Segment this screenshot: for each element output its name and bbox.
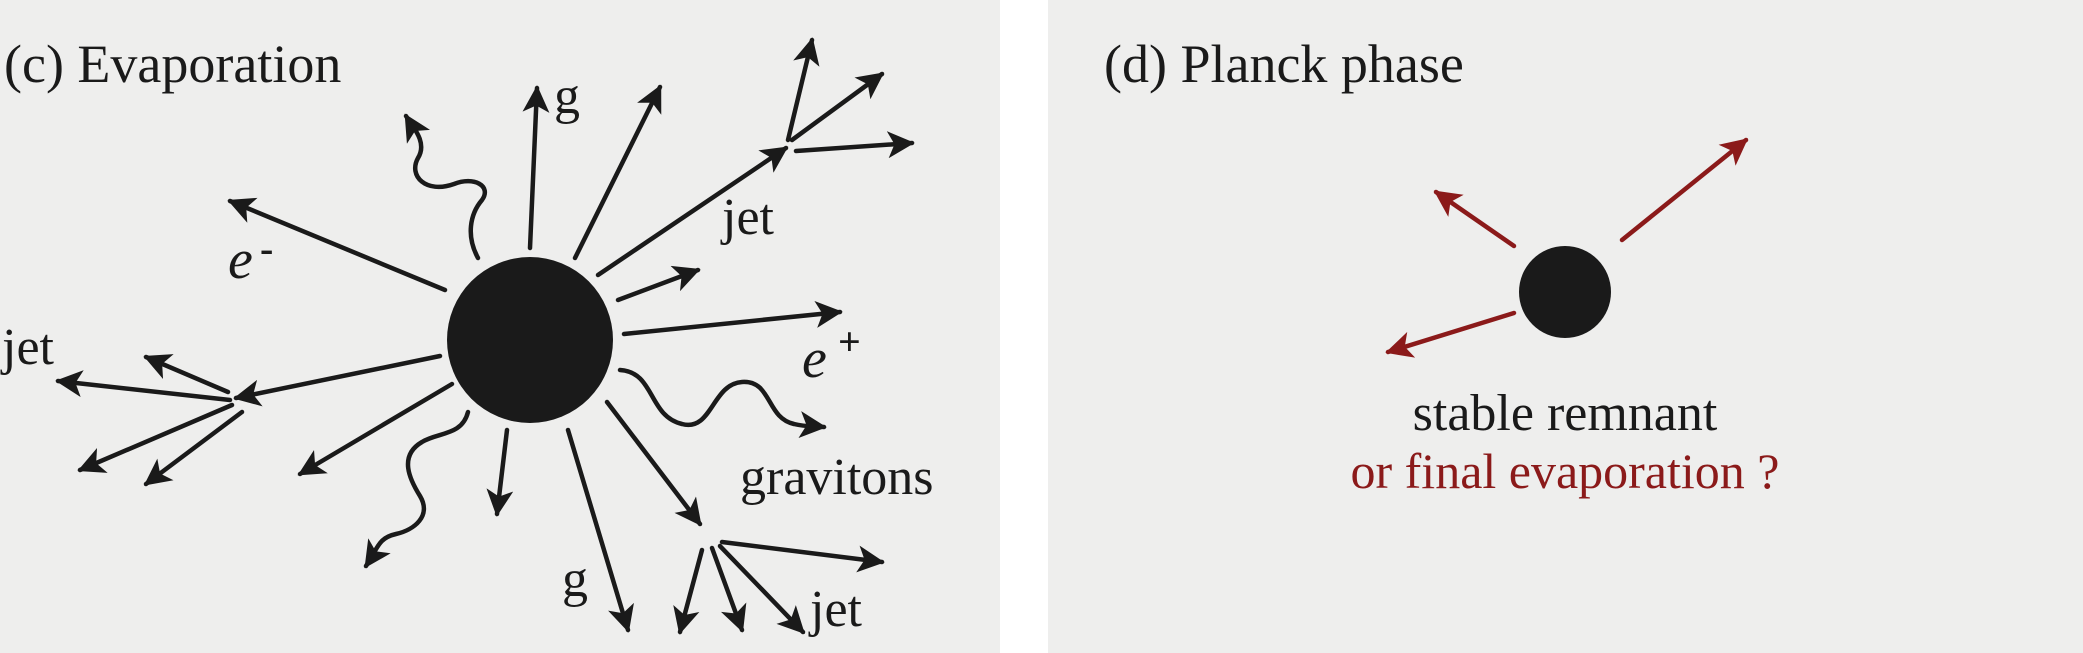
jet-lower-branch-2 xyxy=(673,547,705,635)
panel-title: (d) Planck phase xyxy=(1104,34,1464,94)
black-hole xyxy=(447,257,613,423)
jet-lower-branch-3 xyxy=(709,545,747,633)
electron-label: e xyxy=(228,229,253,291)
graviton-wave-up xyxy=(403,113,487,261)
planck-remnant xyxy=(1519,246,1611,338)
jet-branch-right xyxy=(793,131,915,159)
emission-positron xyxy=(621,301,843,337)
remnant-arrow-upright xyxy=(1619,137,1749,243)
gluon-label-bottom: g xyxy=(562,551,588,608)
electron-sign: - xyxy=(260,226,273,271)
emission-jet-left-trunk xyxy=(233,353,443,407)
panel-evaporation: (c) Evaporation g jet jet e - e + gravit… xyxy=(0,0,1000,653)
positron-label: e xyxy=(802,328,827,390)
evaporation-diagram: (c) Evaporation g jet jet e - e + gravit… xyxy=(0,34,934,638)
remnant-arrow-upleft xyxy=(1433,189,1517,249)
caption-line2: or final evaporation ? xyxy=(1351,443,1780,499)
jet-lower-branch-1 xyxy=(719,539,885,573)
emission-short-down xyxy=(486,427,514,517)
emission-jet-lower-trunk xyxy=(604,399,703,527)
gravitons-label: gravitons xyxy=(740,449,934,506)
jet-label-left: jet xyxy=(0,319,55,376)
panel-title: (c) Evaporation xyxy=(4,34,341,94)
jet-left-branch-2 xyxy=(55,370,233,403)
emission-jet-trunk xyxy=(595,145,789,278)
emission-g-down xyxy=(565,427,634,633)
emission-up-right xyxy=(572,84,663,261)
caption-line1: stable remnant xyxy=(1413,385,1718,442)
jet-branch-up xyxy=(785,37,820,143)
jet-branch-upright xyxy=(789,71,885,143)
emission-g-up xyxy=(522,85,550,251)
graviton-wave-right xyxy=(617,367,827,439)
graviton-wave-down xyxy=(363,409,471,569)
jet-left-branch-4 xyxy=(143,409,245,487)
emission-down-left xyxy=(297,381,455,477)
jet-left-branch-1 xyxy=(143,354,231,395)
jet-lower-branch-4 xyxy=(717,543,806,635)
jet-left-branch-3 xyxy=(77,402,235,473)
planck-phase-diagram: (d) Planck phase stable remnant or final… xyxy=(1104,34,1780,499)
emission-short-right xyxy=(615,265,701,303)
gluon-label-top: g xyxy=(554,68,580,125)
jet-label-upper: jet xyxy=(720,189,775,246)
remnant-arrow-downleft xyxy=(1385,310,1517,358)
jet-label-lower: jet xyxy=(808,581,863,638)
emission-electron xyxy=(227,197,448,293)
panel-planck-phase: (d) Planck phase stable remnant or final… xyxy=(1048,0,2083,653)
positron-sign: + xyxy=(838,319,861,364)
